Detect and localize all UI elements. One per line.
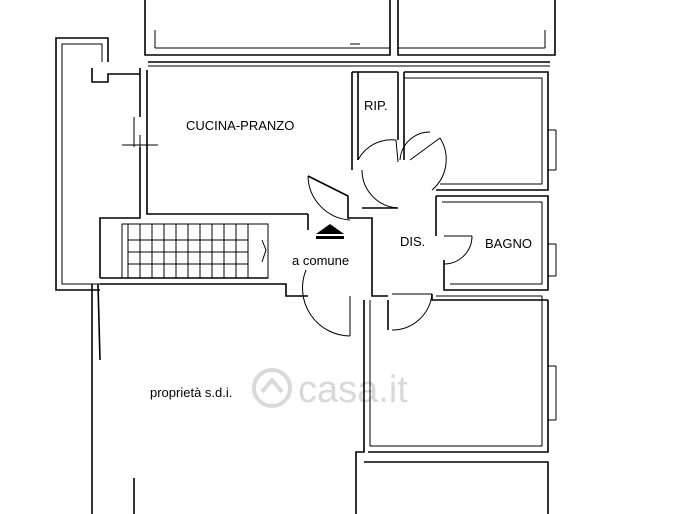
label-cucina-pranzo: CUCINA-PRANZO: [186, 118, 294, 133]
label-proprieta: proprietà s.d.i.: [150, 385, 232, 400]
label-bagno: BAGNO: [485, 236, 532, 251]
casa-logo-icon: [252, 368, 292, 408]
label-disimpegno: DIS.: [400, 234, 425, 249]
lower-property-walls: [91, 283, 557, 514]
watermark: casa.it: [252, 368, 408, 411]
upper-right-room-walls: [404, 71, 557, 191]
entrance-arrow-icon: [316, 224, 344, 239]
top-building-walls: [144, 0, 556, 67]
label-a-comune: a comune: [292, 253, 349, 268]
hallway-walls: [302, 175, 548, 337]
bathroom-walls: [435, 195, 557, 291]
kitchen-walls: [99, 68, 398, 278]
label-ripostiglio: RIP.: [364, 98, 388, 113]
watermark-text: casa.it: [298, 369, 408, 411]
staircase: [100, 223, 269, 279]
storage-walls: [357, 72, 431, 209]
balcony-walls: [55, 37, 140, 291]
